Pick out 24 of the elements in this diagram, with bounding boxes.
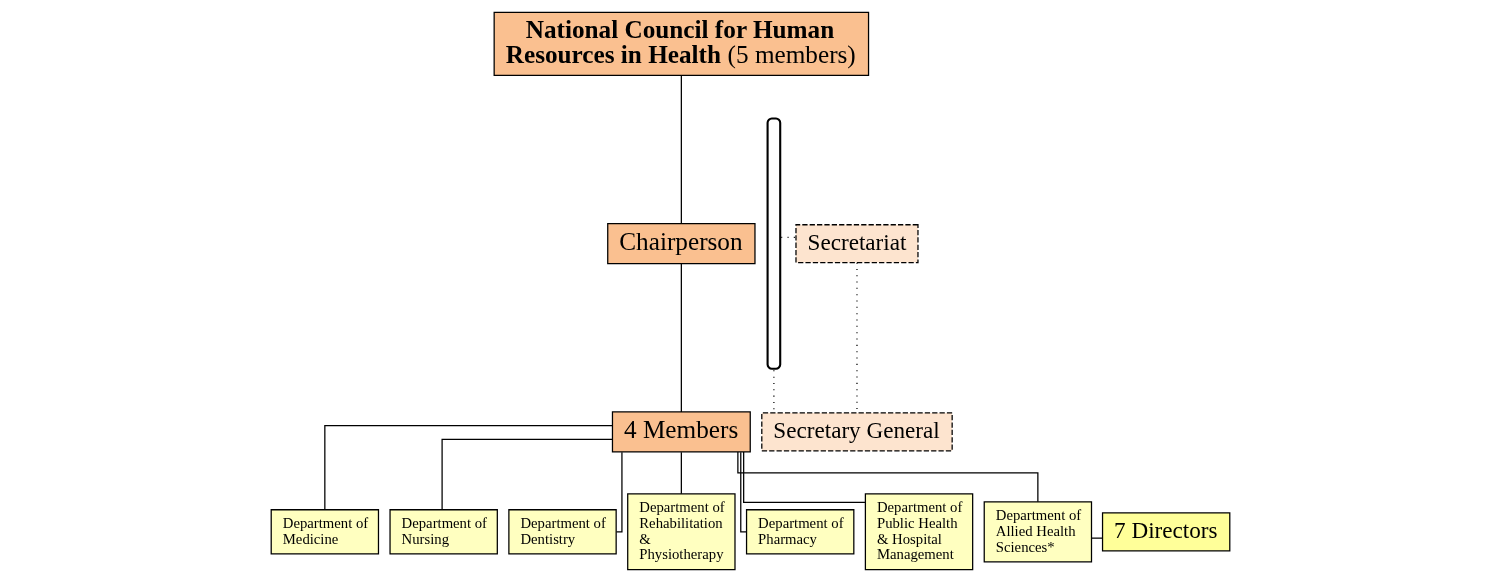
connector: [742, 451, 866, 503]
connector: [739, 451, 747, 533]
node-box: Department of Nursing: [388, 509, 498, 555]
node-box: Department of Dentistry: [507, 509, 617, 555]
connector: [1090, 537, 1103, 539]
connector: [323, 425, 613, 510]
connector: [680, 74, 682, 225]
connector: [680, 263, 682, 413]
node-bracket: [766, 117, 781, 370]
connector: [736, 451, 1038, 503]
node-box: Department of Public Health & Hospital Management: [864, 493, 973, 571]
connector: [680, 451, 682, 495]
node-box: Department of Pharmacy: [745, 509, 854, 555]
node-box: Department of Rehabilitation & Physiotherapy: [626, 493, 736, 571]
node-box: Department of Allied Health Sciences*: [983, 501, 1092, 563]
node-box: National Council for Human Resources in Health (5 members): [493, 11, 869, 77]
node-box: 4 Members: [611, 411, 751, 453]
connector: [440, 438, 613, 511]
node-box: Secretariat: [794, 224, 919, 264]
node-box: Secretary General: [760, 412, 953, 452]
node-box: Chairperson: [606, 223, 756, 265]
node-box: 7 Directors: [1101, 512, 1230, 552]
node-box: Department of Medicine: [270, 509, 379, 555]
connector: [615, 451, 623, 533]
